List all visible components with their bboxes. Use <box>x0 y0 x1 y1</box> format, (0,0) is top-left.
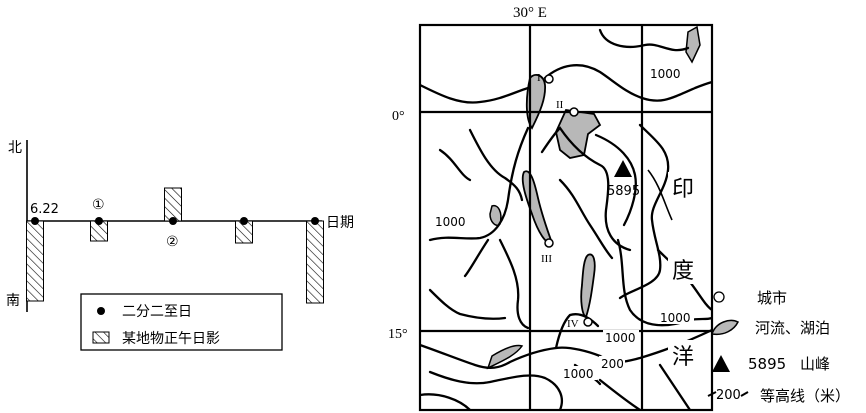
city-2-label: II <box>556 99 564 111</box>
contour-label-bg <box>599 356 625 370</box>
river-west-3 <box>463 238 490 278</box>
shadow-bar <box>26 220 44 302</box>
contour-label-2: 1000 <box>435 215 466 229</box>
date-label-622: 6.22 <box>30 202 59 217</box>
river-south-2 <box>420 393 472 410</box>
lake-malawi <box>580 253 596 319</box>
legend-peak-value: 5895 <box>748 355 786 373</box>
river-west-1 <box>468 128 524 202</box>
contour-label-1: 1000 <box>650 67 681 81</box>
legend-solstice-equinox: 二分二至日 <box>122 304 192 320</box>
contour-label-6: 200 <box>601 357 624 371</box>
contour-label-3: 1000 <box>605 331 636 345</box>
river-south-4 <box>658 363 692 410</box>
date-dot <box>240 217 248 225</box>
latitude-0-label: 0° <box>392 109 405 124</box>
legend-contour-icon <box>707 391 717 397</box>
map-frame <box>418 23 714 412</box>
legend-city-label: 城市 <box>757 289 787 307</box>
contour-label-bg <box>648 66 684 80</box>
peak-value: 5895 <box>607 184 640 199</box>
city-3-icon <box>544 238 554 248</box>
contour-east <box>618 123 670 300</box>
date-dot <box>169 217 177 225</box>
rivers-and-contours <box>420 28 712 410</box>
river-zambezi <box>420 343 602 369</box>
sea-label-bg <box>668 340 696 370</box>
city-2-icon <box>569 107 579 117</box>
river-south-3 <box>598 378 642 410</box>
contour-label-bg <box>561 366 597 380</box>
contour-label-bg <box>603 330 639 344</box>
river-east-2 <box>558 178 614 260</box>
legend-hatch-icon <box>92 331 110 344</box>
lake-kariba <box>486 344 524 370</box>
river-lualaba <box>498 238 530 330</box>
legend-contour-tick-icon <box>740 391 749 397</box>
date-dot <box>95 217 103 225</box>
contour-label-bg <box>433 214 469 228</box>
coast-segment <box>647 169 673 221</box>
contour-south-1000 <box>428 370 564 410</box>
river-south-1 <box>428 288 507 320</box>
city-4-label: IV <box>567 318 579 330</box>
city-3-label: III <box>541 253 552 265</box>
date-dot <box>31 217 39 225</box>
map-content <box>420 25 712 410</box>
chart-legend-box <box>80 293 283 351</box>
contour-upper-east <box>543 64 712 102</box>
lake-tanganyika <box>521 170 554 244</box>
longitude-label: 30° E <box>513 5 547 21</box>
legend-peak-label: 山峰 <box>800 355 830 373</box>
contour-label-5: 1000 <box>563 367 594 381</box>
shadow-chart: 北 南 日期 6.22 ① ② 二分二至日 某地物正午日影 <box>6 140 354 351</box>
river-west-2 <box>438 148 472 182</box>
legend-contour-value: 200 <box>716 388 741 403</box>
legend-river-lake-label: 河流、湖泊 <box>755 319 830 337</box>
legend-lake-icon <box>711 319 740 336</box>
marker-1-label: ① <box>92 197 105 213</box>
sea-label-bg <box>668 172 696 202</box>
legend-contour-label: 等高线（米） <box>760 387 850 405</box>
map-legend: 城市 河流、湖泊 5895 山峰 200 等高线（米） <box>707 289 850 405</box>
contour-label-4: 1000 <box>660 311 691 325</box>
contour-northwest <box>420 83 530 104</box>
sea-label-bg <box>668 254 696 284</box>
peak-icon <box>614 160 632 177</box>
lake-albert <box>525 74 546 130</box>
date-dot <box>311 217 319 225</box>
marker-2-label: ② <box>166 234 179 250</box>
south-label: 南 <box>6 293 20 309</box>
river-rufiji <box>616 238 712 327</box>
contour-north <box>598 28 690 52</box>
contour-label-bg <box>658 310 694 324</box>
lake-northeast <box>685 25 701 64</box>
shadow-bars <box>26 187 324 304</box>
legend-dot-icon <box>97 307 105 315</box>
legend-peak-icon <box>712 355 730 372</box>
date-axis-label: 日期 <box>326 215 354 231</box>
sea-char-2: 度 <box>672 259 694 284</box>
city-1-icon <box>544 74 554 84</box>
contour-west-1000 <box>428 126 530 242</box>
city-4-icon <box>583 317 593 327</box>
city-1-label: I <box>537 72 541 84</box>
shadow-bar <box>164 187 182 222</box>
sea-char-1: 印 <box>672 177 694 202</box>
sea-char-3: 洋 <box>672 345 694 370</box>
map-panel: 30° E 0° 15° <box>388 5 714 412</box>
latitude-15-label: 15° <box>388 327 408 342</box>
legend-city-icon <box>713 291 725 303</box>
river-east-1 <box>594 133 637 227</box>
contour-rift-1000 <box>540 126 632 252</box>
north-label: 北 <box>8 140 22 156</box>
shadow-bar <box>306 220 324 304</box>
legend-noon-shadow: 某地物正午日影 <box>122 331 220 347</box>
